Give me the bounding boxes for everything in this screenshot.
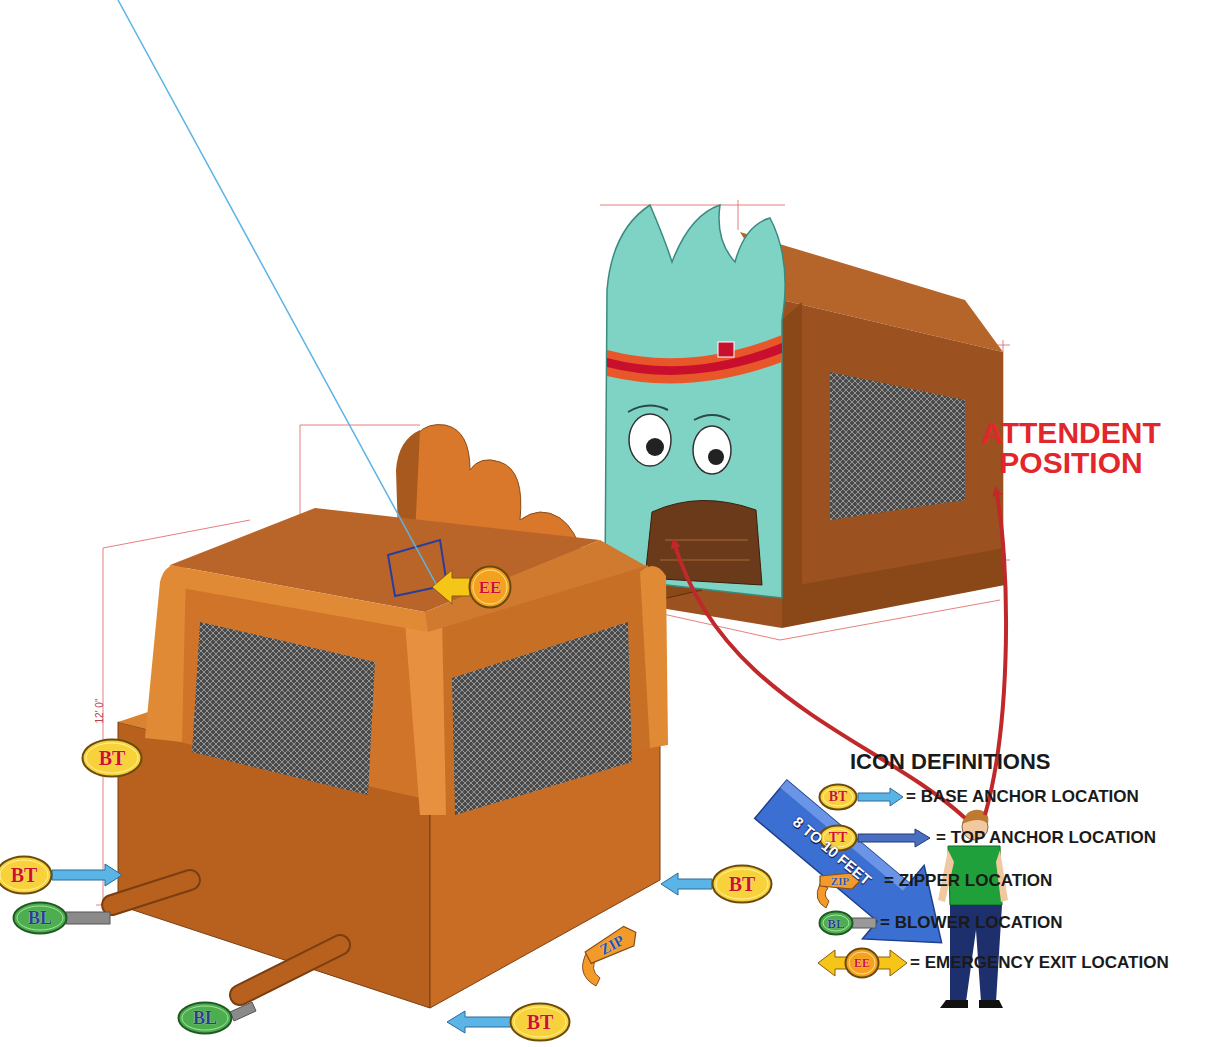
badge-ring [849,952,875,974]
badge-oval [470,567,511,608]
legend-zip-curl [817,884,829,908]
anchor-pointer [447,1011,512,1033]
zip-banner [583,923,641,968]
net-window [452,622,632,815]
badge-oval [820,785,857,810]
badge-oval [179,1003,232,1034]
icon-badge: ZIP [580,920,643,970]
icon-badge: BL [12,901,68,935]
badge-oval [820,912,853,935]
face-thickness [782,302,802,598]
blower-pointer [230,1002,256,1021]
icon-badge: BT [0,855,53,895]
eye [629,414,671,466]
icon-code: ZIP [831,876,849,887]
icon-badge: BL [818,910,854,936]
cabin-pillar [640,566,668,748]
badge-ring [182,1006,228,1030]
monster-face [605,205,785,598]
icon-badge: BT [81,738,143,778]
legend-heading: ICON DEFINITIONS [850,749,1150,775]
exit-pointer [432,570,470,604]
icon-badge: BL [177,1001,233,1035]
anchor-pointer [661,873,712,895]
legend-text: = ZIPPER LOCATION [884,870,1052,892]
shoes [940,1000,1003,1008]
icon-code: BL [827,917,844,930]
net-window [192,622,375,795]
sight-arrow [674,542,965,818]
legend-text: = TOP ANCHOR LOCATION [936,827,1156,849]
icon-code: BT [11,865,38,885]
back-net-window [830,372,965,520]
headband [607,335,782,383]
badge-oval [14,903,67,934]
icon-code: EE [854,957,870,969]
icon-badge: BT [711,864,773,904]
pupil [646,438,664,456]
badge-ring [473,570,507,604]
cabin-pillar [405,611,446,815]
icon-badge: EE [844,947,880,979]
icon-badge: BT [509,1002,571,1042]
badge-ring [86,743,138,773]
badge-ring [823,788,853,806]
icon-code: BT [729,874,756,894]
badge-ring [823,915,849,931]
legend-anchor-pointer [858,788,903,806]
legend-text: = BASE ANCHOR LOCATION [906,786,1139,808]
badge-oval [0,857,52,894]
blower-tube [240,945,340,995]
badge-oval [511,1004,570,1041]
badge-ring [514,1007,566,1037]
badge-oval [713,866,772,903]
eye [693,426,731,474]
legend-text: = BLOWER LOCATION [880,912,1062,934]
icon-code: BL [28,909,52,927]
roof-rim [425,540,646,632]
icon-badge: EE [468,565,512,609]
icon-code: BT [829,790,848,804]
badge-oval [846,949,879,978]
blower-tube-outline [240,945,340,995]
icon-code: EE [479,579,502,596]
roof-rim [165,565,428,632]
icon-code: BL [193,1009,217,1027]
leader-line [118,0,436,584]
back-side-wall [782,300,1003,595]
icon-code: BT [99,748,126,768]
headband-stripe [607,343,782,375]
dimension-text: 12' 0" [94,681,106,741]
cabin-pillar [145,565,186,742]
badge-oval [83,740,142,777]
badge-ring [716,869,768,899]
anchor-pointer [52,864,122,886]
blower-pointer [66,912,110,924]
icon-badge: BT [818,783,858,811]
legend-top-pointer [858,829,930,847]
back-base-side [782,548,1005,628]
distance-label: 8 TO 10 FEET [768,795,896,907]
position-note: ATTENDENT POSITION [966,418,1176,478]
legend-blower-pointer [852,918,876,928]
legend-text: = EMERGENCY EXIT LOCATION [910,952,1169,974]
badge-ring [17,906,63,930]
pupil [708,449,724,465]
blower-tube [112,880,190,905]
badge-ring [0,860,48,890]
blower-tube-outline [112,880,190,905]
icon-code: BT [527,1012,554,1032]
headband-logo [718,342,734,357]
